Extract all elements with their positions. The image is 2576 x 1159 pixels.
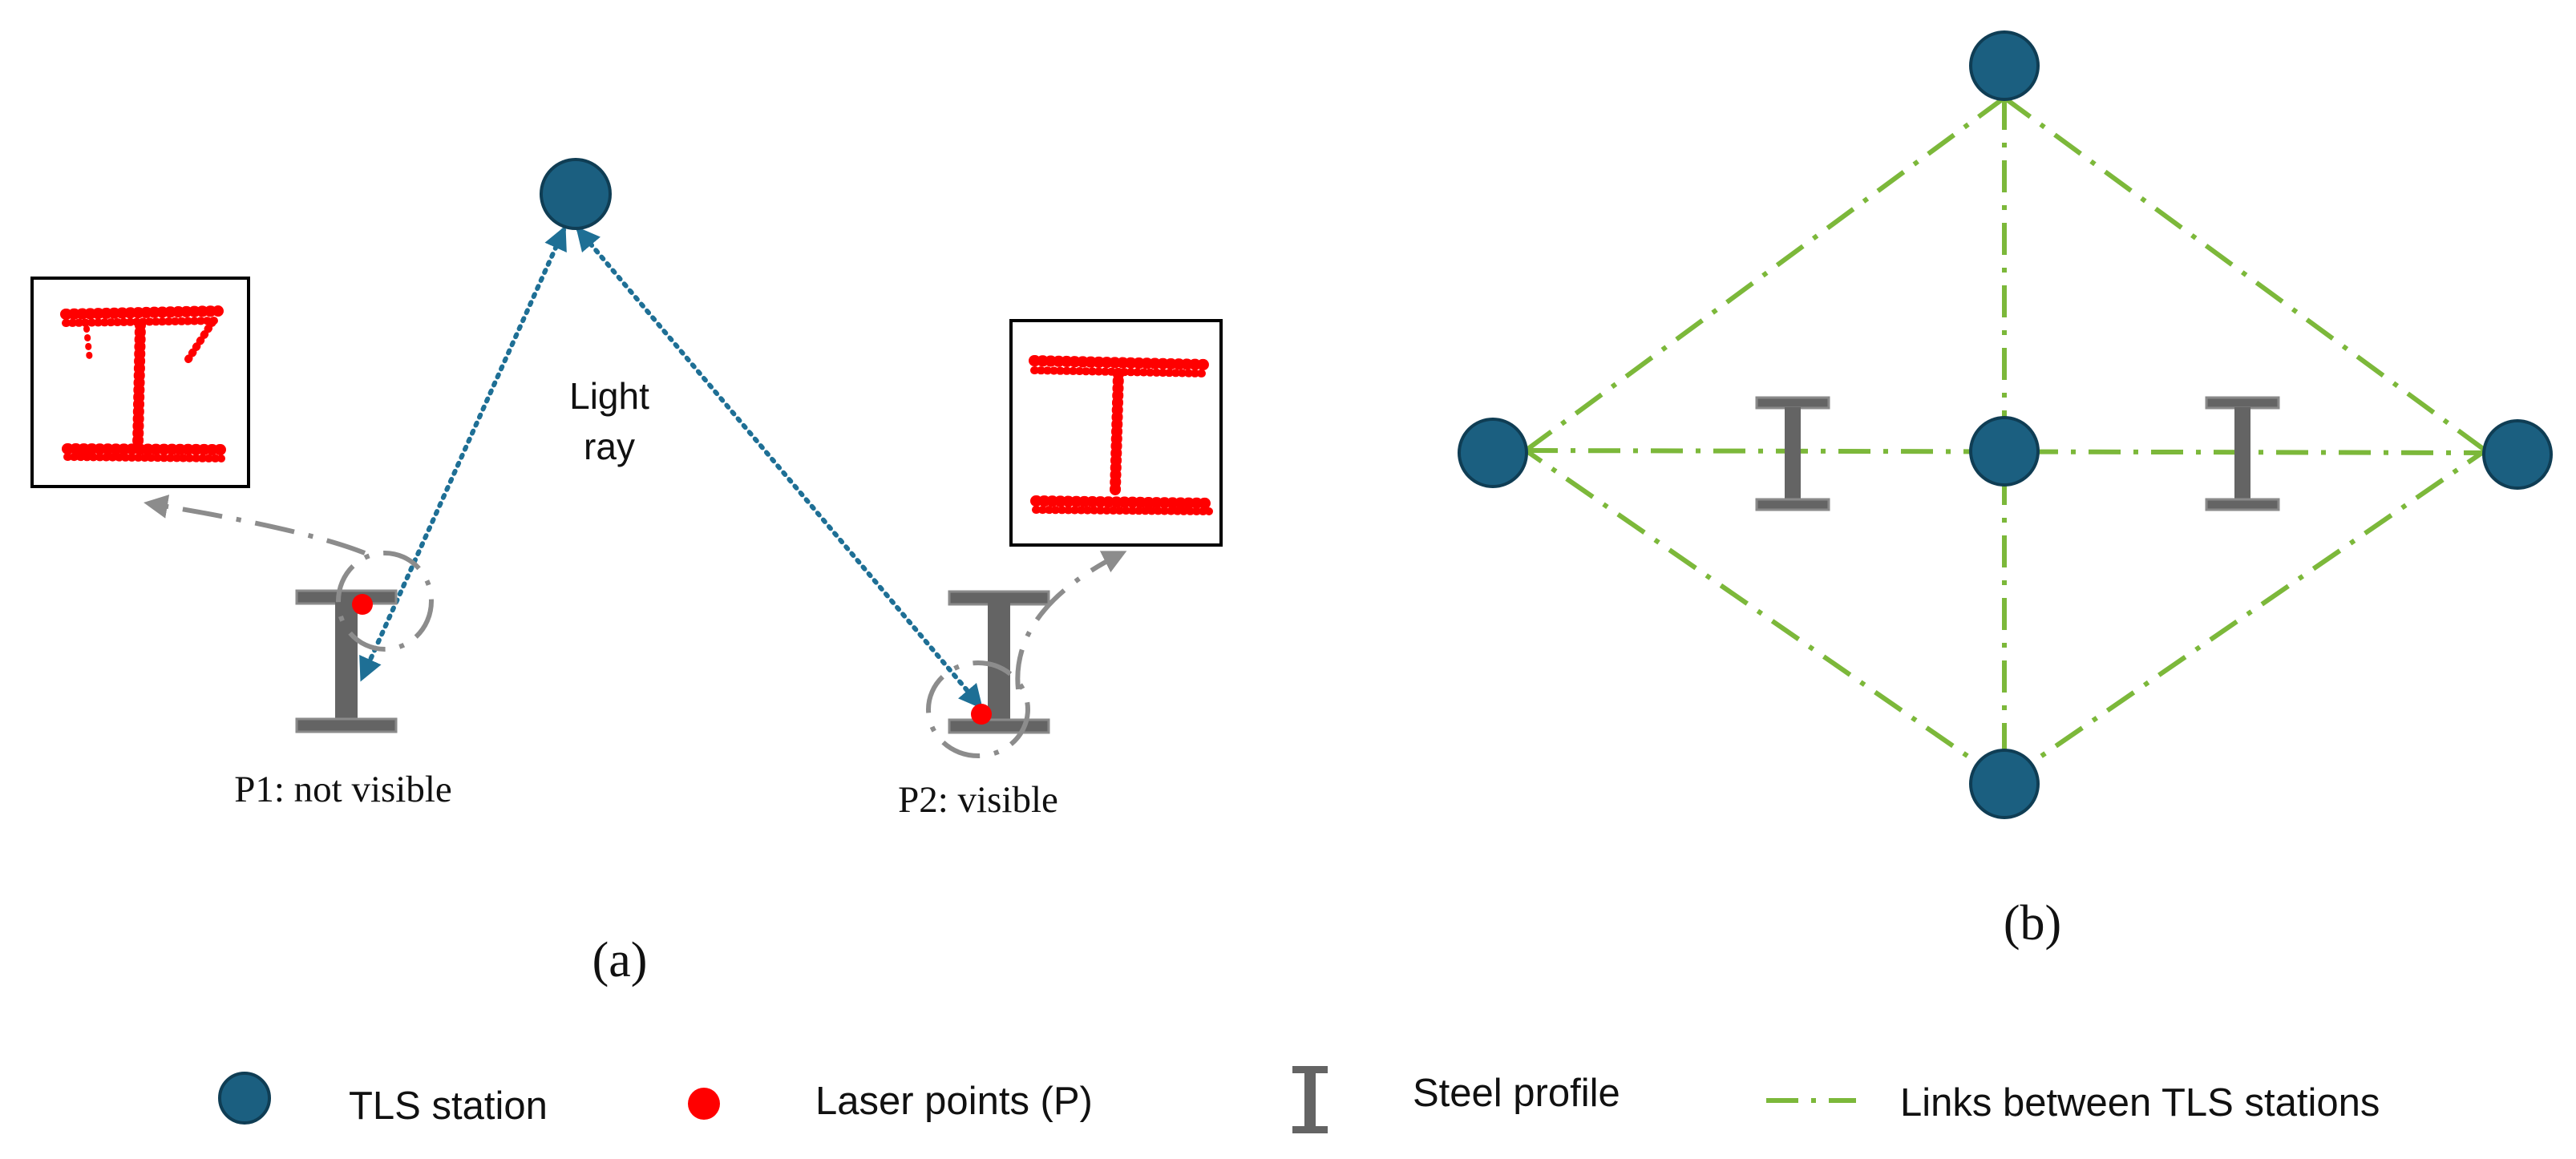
steel-profile-p2 bbox=[948, 590, 1050, 734]
panel-a: Light ray bbox=[30, 158, 1223, 987]
link-bottom-right bbox=[2003, 448, 2487, 784]
ray-label-line1: Light bbox=[569, 375, 649, 417]
link-bottom-left bbox=[1524, 448, 2006, 784]
light-ray-to-p2 bbox=[576, 226, 983, 709]
caption-b: (b) bbox=[2004, 896, 2061, 951]
caption-a: (a) bbox=[592, 933, 648, 987]
point-cloud-p1 bbox=[60, 305, 226, 462]
light-ray-to-p1 bbox=[359, 225, 567, 682]
laser-point-p2 bbox=[971, 704, 992, 725]
panel-b: (b) bbox=[1458, 30, 2553, 951]
laser-point-p1 bbox=[352, 594, 373, 615]
p1-label: P1: not visible bbox=[234, 769, 452, 810]
tls-station-b-center bbox=[1969, 416, 2040, 487]
ray-label-line2: ray bbox=[584, 426, 635, 467]
legend: TLS station Laser points (P) Steel profi… bbox=[218, 1066, 2380, 1133]
point-cloud-box-p2 bbox=[1009, 319, 1223, 547]
tls-station-b-bottom bbox=[1969, 749, 2040, 819]
link-top-left bbox=[1524, 95, 2006, 453]
legend-laser-label: Laser points (P) bbox=[815, 1080, 1093, 1123]
highlight-circle-p2 bbox=[926, 660, 1030, 758]
legend-station-swatch bbox=[218, 1072, 271, 1125]
link-left-right bbox=[1525, 448, 2486, 455]
steel-profile-p1 bbox=[295, 589, 398, 733]
legend-station-label: TLS station bbox=[349, 1084, 548, 1128]
legend-laser-swatch bbox=[688, 1088, 720, 1120]
tls-station-a bbox=[540, 158, 612, 230]
steel-profile-b-left bbox=[1755, 396, 1830, 511]
tls-station-b-top bbox=[1969, 30, 2040, 101]
tls-station-b-right bbox=[2482, 419, 2553, 490]
pointer-arrow-p2 bbox=[1015, 551, 1127, 690]
p2-label: P2: visible bbox=[898, 779, 1058, 821]
legend-profile-label: Steel profile bbox=[1413, 1072, 1620, 1115]
point-cloud-p2 bbox=[1029, 355, 1215, 515]
legend-profile-swatch bbox=[1292, 1066, 1328, 1133]
legend-links-label: Links between TLS stations bbox=[1900, 1081, 2380, 1125]
point-cloud-box-p1 bbox=[30, 277, 250, 488]
link-top-right bbox=[2003, 95, 2487, 453]
highlight-circle-p1 bbox=[336, 551, 434, 652]
tls-station-b-left bbox=[1458, 418, 1528, 488]
pointer-arrow-p1 bbox=[144, 495, 366, 555]
